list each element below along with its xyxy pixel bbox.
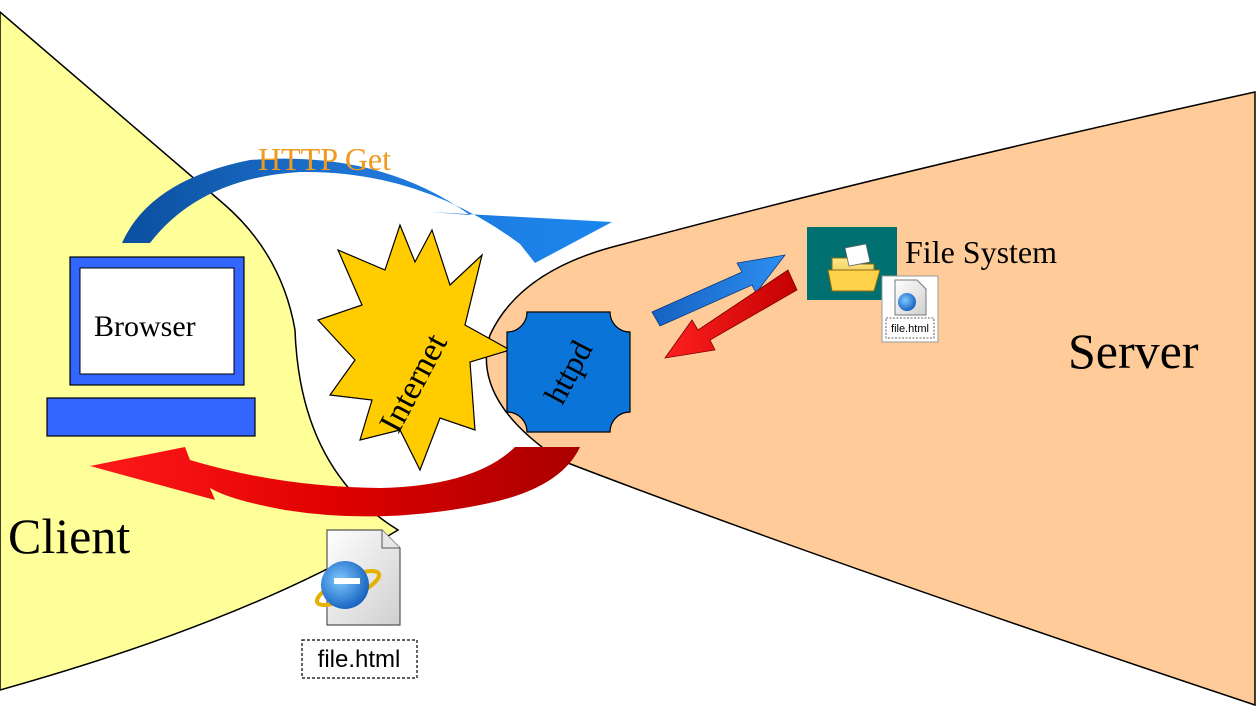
keyboard-base (46, 397, 256, 437)
http-get-label: HTTP Get (258, 141, 391, 177)
client-html-file-icon (301, 529, 418, 679)
client-label: Client (8, 508, 130, 564)
internet-burst (316, 223, 512, 472)
server-region (485, 91, 1256, 707)
browser-label: Browser (94, 310, 196, 343)
browser-computer (46, 256, 256, 437)
file-system-label: File System (905, 234, 1057, 270)
http-response-arc (90, 447, 580, 517)
monitor-screen (79, 267, 235, 375)
response-from-filesystem-arrow (664, 269, 798, 359)
server-html-file-icon (881, 275, 939, 343)
server-file-name: file.html (891, 323, 929, 335)
httpd-box (506, 311, 631, 433)
open-folder-icon (807, 227, 897, 300)
client-file-name: file.html (318, 646, 401, 673)
server-label: Server (1068, 323, 1199, 379)
request-to-filesystem-arrow (651, 254, 786, 327)
